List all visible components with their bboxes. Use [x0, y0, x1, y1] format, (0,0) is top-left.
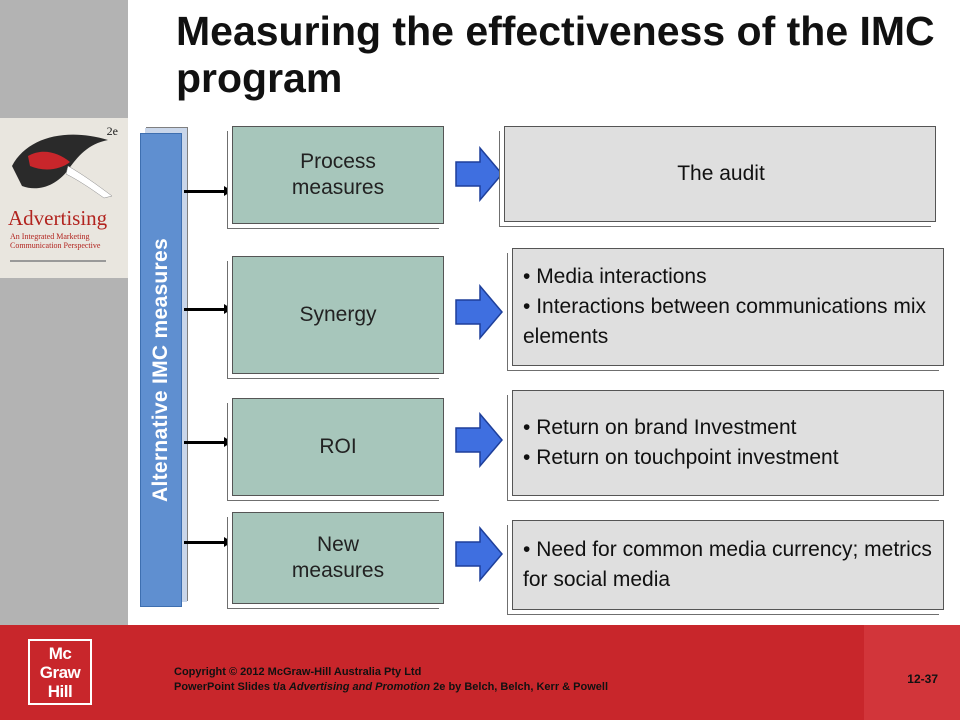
book-subtitle: An Integrated Marketing Communication Pe…	[10, 232, 101, 250]
detail-box-synergy: • Media interactions • Interactions betw…	[512, 248, 944, 366]
arrow-right-icon	[455, 146, 503, 202]
alternative-measures-label: Alternative IMC measures	[149, 238, 172, 502]
copyright-text: Copyright © 2012 McGraw-Hill Australia P…	[174, 666, 609, 693]
book-cover-image: 2e Advertising An Integrated Marketing C…	[0, 118, 128, 278]
bullet-item: • Return on touchpoint investment	[523, 446, 839, 469]
detail-box-roi: • Return on brand Investment • Return on…	[512, 390, 944, 496]
connector-roi	[184, 437, 232, 447]
connector-new	[184, 537, 232, 547]
book-divider	[10, 260, 106, 262]
detail-box-new: • Need for common media currency; metric…	[512, 520, 944, 610]
measure-box-synergy: Synergy	[232, 256, 444, 374]
connector-process	[184, 186, 232, 196]
mcgraw-hill-logo: Mc Graw Hill	[28, 639, 92, 705]
bird-illustration-icon	[12, 134, 113, 199]
measure-box-new: New measures	[232, 512, 444, 604]
footer-right-panel	[864, 625, 960, 720]
left-strip	[0, 0, 128, 625]
measure-box-roi: ROI	[232, 398, 444, 496]
arrow-right-icon	[455, 284, 503, 340]
bullet-item: • Media interactions	[523, 265, 707, 288]
arrow-right-icon	[455, 412, 503, 468]
arrow-right-icon	[455, 526, 503, 582]
measure-box-process: Process measures	[232, 126, 444, 224]
book-title: Advertising	[8, 206, 108, 230]
bullet-item: • Interactions between communications mi…	[523, 295, 927, 348]
footer: Mc Graw Hill Copyright © 2012 McGraw-Hil…	[0, 625, 960, 720]
book-edition: 2e	[106, 124, 118, 138]
detail-box-audit: The audit	[504, 126, 936, 222]
bullet-item: • Return on brand Investment	[523, 416, 797, 439]
slide-title: Measuring the effectiveness of the IMC p…	[176, 8, 935, 101]
slide-number: 12-37	[907, 672, 938, 686]
connector-synergy	[184, 304, 232, 314]
detail-item: The audit	[677, 162, 765, 185]
bullet-item: • Need for common media currency; metric…	[523, 538, 932, 591]
alternative-measures-bar: Alternative IMC measures	[140, 133, 182, 607]
